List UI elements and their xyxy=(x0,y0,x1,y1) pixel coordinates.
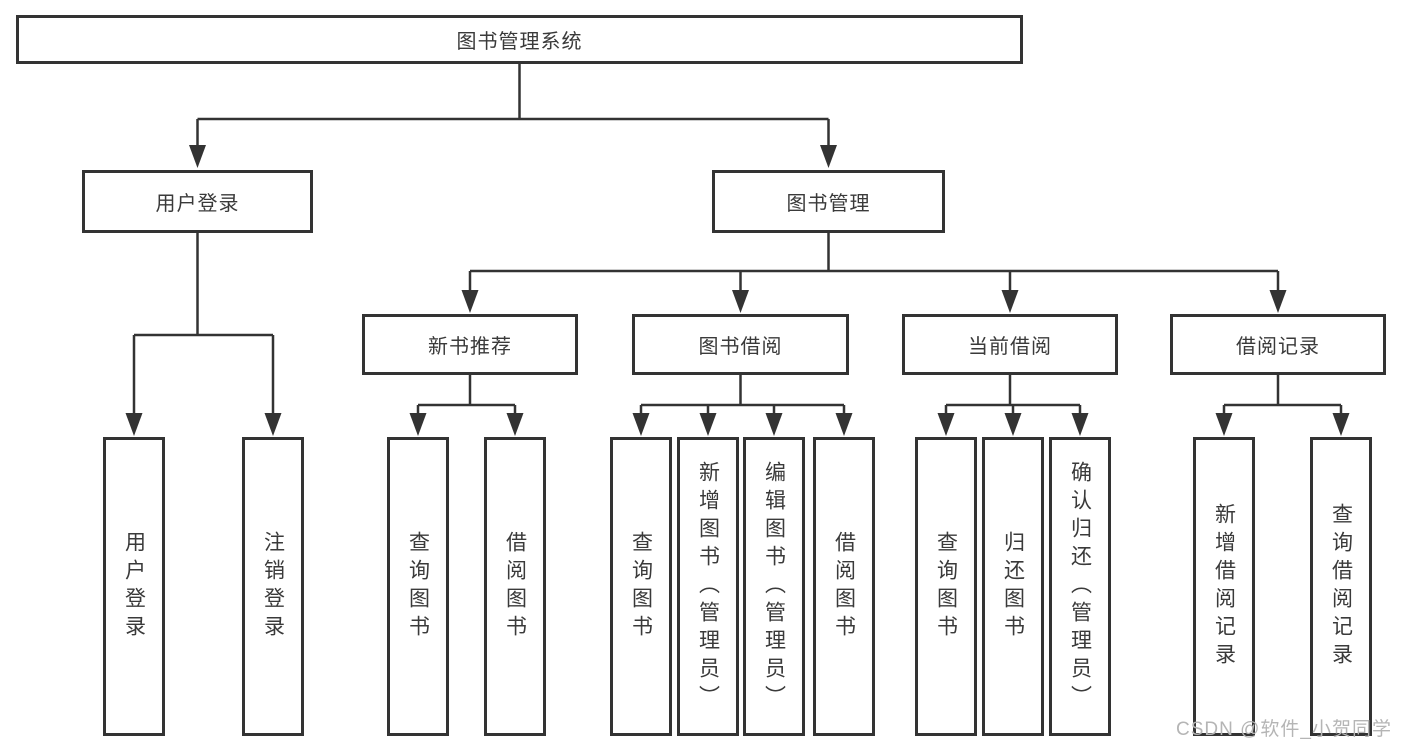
node-user-login: 用户登录 xyxy=(82,170,313,233)
node-label: 图书借阅 xyxy=(698,336,783,358)
leaf-label: 新增图书（管理员） xyxy=(696,460,720,713)
node-book-management: 图书管理 xyxy=(712,170,945,233)
leaf-borrow-books-recommend: 借阅图书 xyxy=(484,437,546,736)
leaf-user-login: 用户登录 xyxy=(103,437,165,736)
leaf-query-books-borrowing: 查询图书 xyxy=(610,437,672,736)
leaf-label: 确认归还（管理员） xyxy=(1068,460,1092,713)
leaf-return-books: 归还图书 xyxy=(982,437,1044,736)
watermark: CSDN @软件_小贺同学 xyxy=(1176,719,1392,740)
node-label: 图书管理系统 xyxy=(456,31,583,53)
node-label: 图书管理 xyxy=(786,193,871,215)
leaf-label: 新增借阅记录 xyxy=(1212,502,1236,671)
leaf-label: 查询图书 xyxy=(406,530,430,643)
leaf-query-books-recommend: 查询图书 xyxy=(387,437,449,736)
leaf-label: 用户登录 xyxy=(122,530,146,643)
leaf-label: 查询图书 xyxy=(629,530,653,643)
node-new-book-recommendation: 新书推荐 xyxy=(362,314,578,375)
leaf-query-borrow-record: 查询借阅记录 xyxy=(1310,437,1372,736)
node-label: 当前借阅 xyxy=(968,336,1052,358)
leaf-label: 归还图书 xyxy=(1001,530,1025,643)
node-borrowing-records: 借阅记录 xyxy=(1170,314,1386,375)
leaf-label: 编辑图书（管理员） xyxy=(762,460,786,713)
node-label: 借阅记录 xyxy=(1236,336,1320,358)
leaf-label: 查询图书 xyxy=(934,530,958,643)
leaf-add-books-admin: 新增图书（管理员） xyxy=(677,437,739,736)
leaf-query-books-current: 查询图书 xyxy=(915,437,977,736)
leaf-add-borrow-record: 新增借阅记录 xyxy=(1193,437,1255,736)
leaf-logout: 注销登录 xyxy=(242,437,304,736)
node-label: 新书推荐 xyxy=(428,336,512,358)
leaf-label: 注销登录 xyxy=(261,530,285,643)
node-book-borrowing: 图书借阅 xyxy=(632,314,849,375)
node-current-borrowing: 当前借阅 xyxy=(902,314,1118,375)
leaf-borrow-books-borrowing: 借阅图书 xyxy=(813,437,875,736)
leaf-confirm-return-admin: 确认归还（管理员） xyxy=(1049,437,1111,736)
leaf-edit-books-admin: 编辑图书（管理员） xyxy=(743,437,805,736)
leaf-label: 借阅图书 xyxy=(503,530,527,643)
leaf-label: 查询借阅记录 xyxy=(1329,502,1353,671)
leaf-label: 借阅图书 xyxy=(832,530,856,643)
node-label: 用户登录 xyxy=(155,193,240,215)
node-library-management-system: 图书管理系统 xyxy=(16,15,1023,64)
